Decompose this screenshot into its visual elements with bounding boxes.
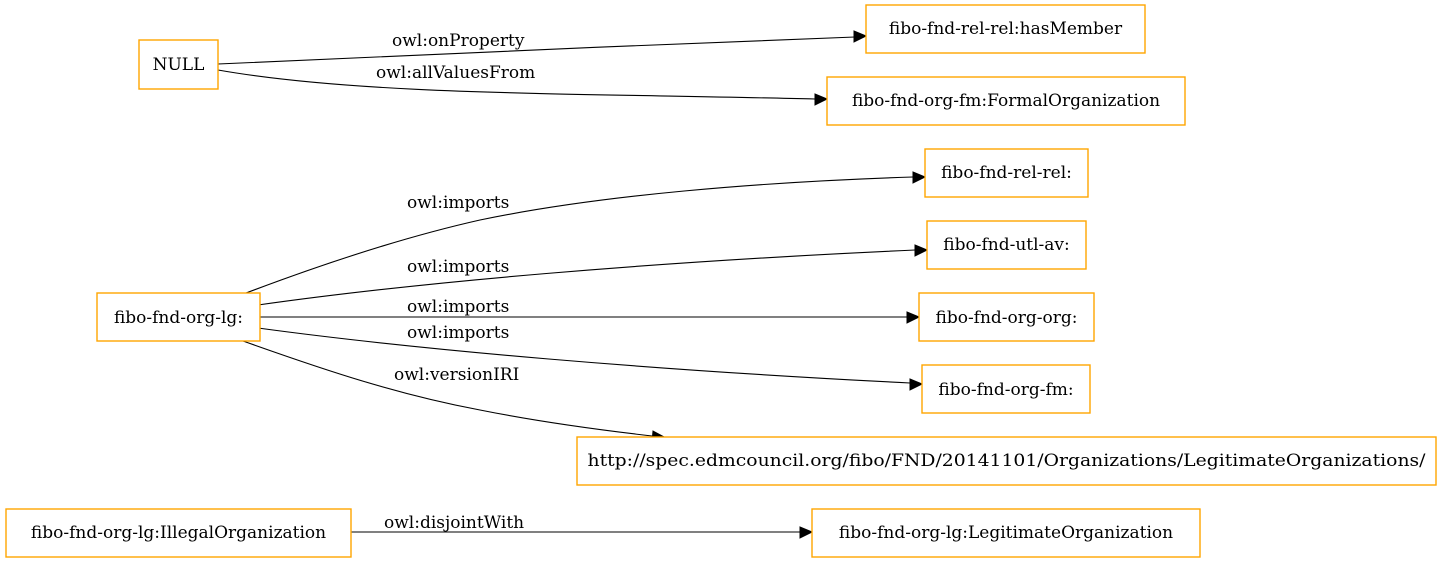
node-version-iri[interactable]: http://spec.edmcouncil.org/fibo/FND/2014… xyxy=(576,436,1437,486)
arrowhead xyxy=(814,93,829,106)
arrowhead xyxy=(909,378,924,391)
node-box xyxy=(865,4,1146,54)
node-box xyxy=(5,508,352,558)
edge-label-disjoint-with: owl:disjointWith xyxy=(384,513,524,533)
arrowhead xyxy=(906,311,921,324)
node-label: fibo-fnd-org-lg: xyxy=(114,308,243,328)
edge-line xyxy=(217,69,816,100)
arrowhead xyxy=(912,171,927,184)
node-box xyxy=(924,148,1089,198)
edge-imports-org-fm: owl:imports xyxy=(257,323,924,391)
node-org-fm[interactable]: fibo-fnd-org-fm: xyxy=(921,364,1091,414)
node-label: fibo-fnd-org-lg:IllegalOrganization xyxy=(31,523,326,543)
edge-version-iri: owl:versionIRI xyxy=(242,340,666,443)
node-org-org[interactable]: fibo-fnd-org-org: xyxy=(918,292,1095,342)
node-box xyxy=(918,292,1095,342)
edge-label-imports-4: owl:imports xyxy=(407,323,509,343)
edge-line xyxy=(242,340,653,437)
edge-line xyxy=(217,36,856,65)
node-label: fibo-fnd-rel-rel:hasMember xyxy=(889,19,1123,39)
node-box xyxy=(576,436,1437,486)
edge-imports-rel-rel: owl:imports xyxy=(245,171,927,294)
node-label: fibo-fnd-org-org: xyxy=(935,308,1077,328)
edge-disjoint-with: owl:disjointWith xyxy=(351,513,814,539)
node-org-lg[interactable]: fibo-fnd-org-lg: xyxy=(96,292,261,342)
edge-imports-utl-av: owl:imports xyxy=(257,244,929,306)
node-null[interactable]: NULL xyxy=(138,39,219,90)
node-label: http://spec.edmcouncil.org/fibo/FND/2014… xyxy=(588,451,1426,471)
arrowhead xyxy=(853,30,868,43)
node-utl-av[interactable]: fibo-fnd-utl-av: xyxy=(926,220,1087,270)
node-box xyxy=(826,76,1186,126)
arrowhead xyxy=(914,244,929,257)
node-label: NULL xyxy=(153,55,205,75)
edge-all-values-from: owl:allValuesFrom xyxy=(217,63,829,106)
edge-label-all-values-from: owl:allValuesFrom xyxy=(376,63,535,83)
node-box xyxy=(138,39,219,90)
node-label: fibo-fnd-org-fm:FormalOrganization xyxy=(852,91,1160,111)
edge-label-on-property: owl:onProperty xyxy=(392,31,525,51)
edge-imports-org-org: owl:imports xyxy=(258,297,921,324)
node-box xyxy=(926,220,1087,270)
arrowhead xyxy=(799,526,814,539)
edge-label-imports-1: owl:imports xyxy=(407,193,509,213)
node-box xyxy=(811,508,1201,558)
edge-line xyxy=(245,176,914,294)
edge-line xyxy=(257,327,911,384)
node-label: fibo-fnd-rel-rel: xyxy=(941,163,1072,183)
node-rel-rel[interactable]: fibo-fnd-rel-rel: xyxy=(924,148,1089,198)
node-formal-organization[interactable]: fibo-fnd-org-fm:FormalOrganization xyxy=(826,76,1186,126)
node-legitimate-organization[interactable]: fibo-fnd-org-lg:LegitimateOrganization xyxy=(811,508,1201,558)
edge-on-property: owl:onProperty xyxy=(217,30,868,65)
node-box xyxy=(921,364,1091,414)
edge-label-imports-2: owl:imports xyxy=(407,257,509,277)
node-illegal-organization[interactable]: fibo-fnd-org-lg:IllegalOrganization xyxy=(5,508,352,558)
node-has-member[interactable]: fibo-fnd-rel-rel:hasMember xyxy=(865,4,1146,54)
edge-label-imports-3: owl:imports xyxy=(407,297,509,317)
node-label: fibo-fnd-utl-av: xyxy=(943,235,1070,255)
node-label: fibo-fnd-org-lg:LegitimateOrganization xyxy=(839,523,1173,543)
edge-line xyxy=(257,249,916,306)
edge-label-version-iri: owl:versionIRI xyxy=(394,365,519,385)
node-label: fibo-fnd-org-fm: xyxy=(938,380,1073,400)
node-box xyxy=(96,292,261,342)
